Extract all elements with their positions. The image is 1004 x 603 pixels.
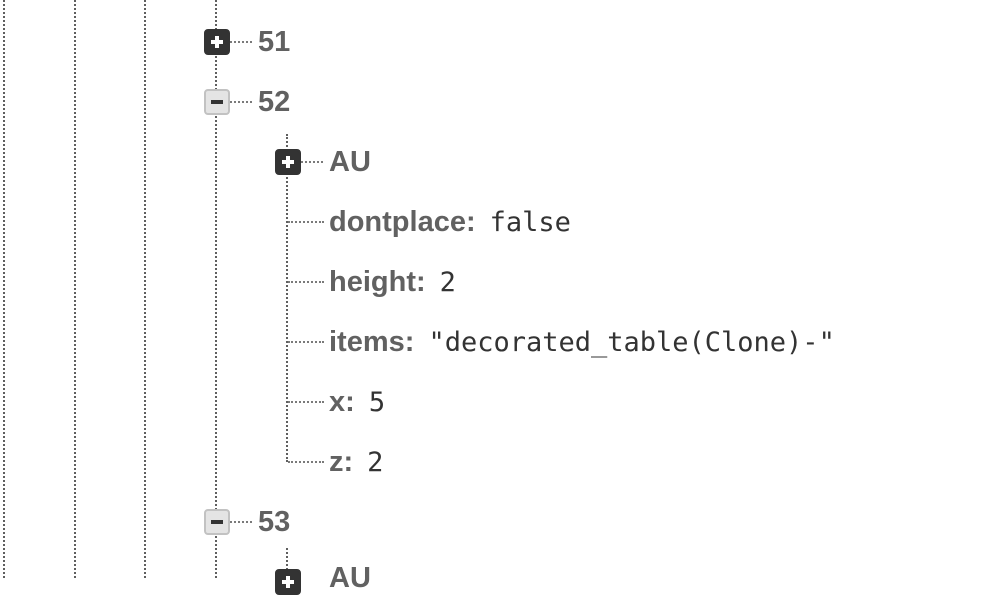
expand-node-51-button[interactable] [204, 29, 230, 55]
tree-guide-line [74, 0, 76, 578]
node-key: AU [329, 562, 371, 594]
property-value: 2 [439, 267, 456, 298]
tree-connector [288, 401, 324, 403]
node-key: 52 [258, 86, 291, 118]
tree-connector [288, 281, 324, 283]
property-key: height: [329, 266, 426, 298]
property-key: dontplace: [329, 206, 476, 238]
tree-connector [288, 341, 324, 343]
tree-connector [301, 161, 323, 163]
tree-node-52[interactable]: 52 [258, 82, 290, 122]
tree-leaf-height[interactable]: height: 2 [329, 262, 456, 302]
tree-connector [288, 461, 324, 463]
tree-leaf-items[interactable]: items: "decorated_table(Clone)-" [329, 322, 835, 362]
property-key: items: [329, 326, 415, 358]
tree-node-au[interactable]: AU [329, 558, 371, 598]
tree-node-51[interactable]: 51 [258, 22, 290, 62]
property-key: x: [329, 386, 355, 418]
expand-node-au-button[interactable] [275, 569, 301, 595]
tree-connector [230, 101, 252, 103]
property-value: "decorated_table(Clone)-" [428, 327, 835, 358]
node-key: 51 [258, 26, 291, 58]
tree-leaf-x[interactable]: x: 5 [329, 382, 385, 422]
tree-connector [230, 41, 252, 43]
property-value: 5 [368, 387, 386, 418]
tree-guide-line [144, 0, 146, 578]
property-key: z: [329, 446, 354, 478]
node-key: 53 [258, 506, 291, 538]
tree-guide-line [3, 0, 5, 578]
collapse-node-52-button[interactable] [204, 89, 230, 115]
node-key: AU [329, 146, 371, 178]
tree-connector [288, 221, 324, 223]
tree-leaf-dontplace[interactable]: dontplace: false [329, 202, 571, 242]
tree-node-au[interactable]: AU [329, 142, 371, 182]
property-value: false [489, 207, 571, 238]
property-value: 2 [367, 447, 384, 478]
expand-node-au-button[interactable] [275, 149, 301, 175]
collapse-node-53-button[interactable] [204, 509, 230, 535]
tree-leaf-z[interactable]: z: 2 [329, 442, 383, 482]
tree-guide-line [215, 0, 217, 578]
tree-node-53[interactable]: 53 [258, 502, 290, 542]
tree-connector [230, 521, 252, 523]
tree-guide-line [286, 548, 288, 578]
tree-guide-line [286, 134, 288, 462]
